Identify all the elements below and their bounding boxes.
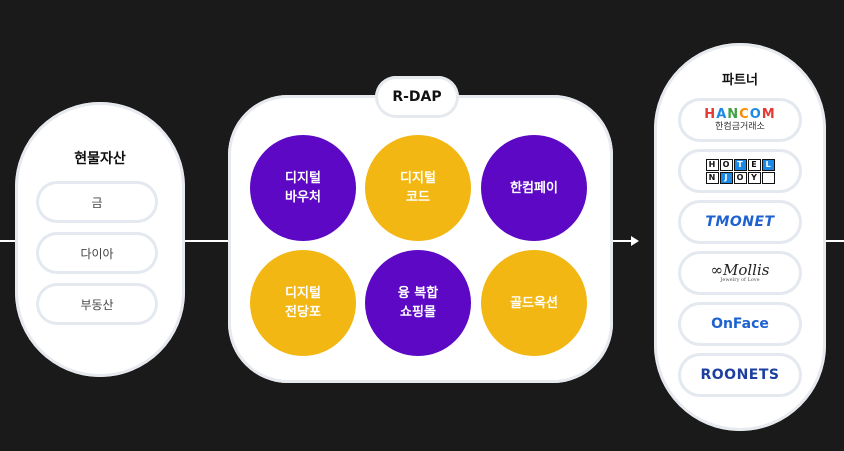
service-digital-pawnshop: 디지털 전당포 <box>250 250 356 356</box>
asset-item-diamond: 다이아 <box>39 235 155 271</box>
service-digital-code: 디지털 코드 <box>365 135 471 241</box>
tmoney-logo: TMONET <box>705 214 775 230</box>
arrow-right-icon <box>631 236 639 246</box>
connector-center-right <box>613 240 633 242</box>
partner-hancom: HANCOM 한컴금거래소 <box>681 101 799 139</box>
rdap-title: R-DAP <box>375 76 459 118</box>
mollis-subtitle: Jewelry of Love <box>720 277 760 283</box>
partner-roonets: ROONETS <box>681 356 799 394</box>
physical-assets-panel: 현물자산 금 다이아 부동산 <box>15 102 185 377</box>
asset-item-gold: 금 <box>39 184 155 220</box>
roonets-logo: ROONETS <box>700 367 780 383</box>
connector-left-center <box>185 240 228 242</box>
connector-left <box>0 240 15 242</box>
rdap-panel: 디지털 바우처 디지털 코드 한컴페이 디지털 전당포 융 복합 쇼핑몰 골드옥… <box>228 95 613 383</box>
hancom-logo: HANCOM <box>704 106 776 122</box>
service-convergence-mall: 융 복합 쇼핑몰 <box>365 250 471 356</box>
service-digital-voucher: 디지털 바우처 <box>250 135 356 241</box>
partner-onface: OnFace <box>681 305 799 343</box>
onface-logo: OnFace <box>711 316 769 332</box>
service-gold-auction: 골드옥션 <box>481 250 587 356</box>
hancom-subtitle: 한컴금거래소 <box>715 121 765 132</box>
partners-title: 파트너 <box>722 73 758 88</box>
mollis-logo: ∞Mollis <box>710 261 770 279</box>
physical-assets-title: 현물자산 <box>74 151 126 167</box>
asset-item-real-estate: 부동산 <box>39 286 155 322</box>
partner-mollis: ∞Mollis Jewelry of Love <box>681 254 799 292</box>
connector-right <box>826 240 844 242</box>
service-hancom-pay: 한컴페이 <box>481 135 587 241</box>
partner-tmoney: TMONET <box>681 203 799 241</box>
